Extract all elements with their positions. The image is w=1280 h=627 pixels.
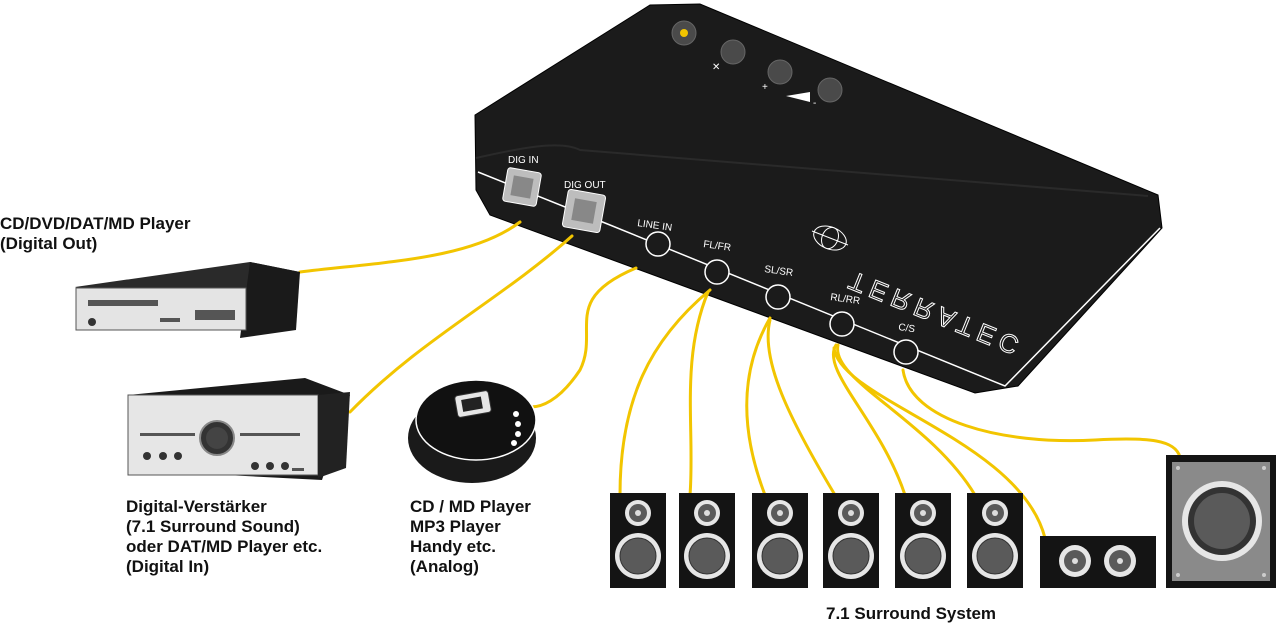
cable-dig-in [298, 220, 522, 274]
volume-down-button[interactable] [817, 77, 843, 103]
sl-sr-jack[interactable] [765, 284, 791, 310]
cs-jack[interactable] [893, 339, 919, 365]
cable-dig-out [348, 234, 574, 414]
sl-sr-label: SL/SR [764, 264, 794, 279]
minus-label: - [813, 98, 816, 109]
speaker-front-right [679, 493, 735, 588]
sound-card-device: ✕ + - DIG IN DIG OUT LINE IN FL/FR SL/SR… [474, 3, 1163, 394]
cables [298, 220, 1182, 540]
cable-rr [836, 343, 977, 497]
digital-amplifier [127, 378, 350, 480]
speaker-rear-left [895, 493, 951, 588]
cable-line-in [523, 266, 638, 409]
fl-fr-jack[interactable] [704, 259, 730, 285]
dig-in-label: DIG IN [508, 155, 539, 166]
speaker-rear-right [967, 493, 1023, 588]
rl-rr-jack[interactable] [829, 311, 855, 337]
dig-out-label: DIG OUT [564, 180, 606, 191]
mute-icon: ✕ [712, 62, 720, 73]
cable-fl [618, 288, 712, 497]
cs-label: C/S [898, 322, 916, 335]
cd-dvd-player [75, 262, 300, 338]
volume-up-button[interactable] [767, 59, 793, 85]
cable-sl [745, 316, 772, 497]
portable-player-label: CD / MD Player MP3 Player Handy etc. (An… [410, 497, 531, 576]
cable-sub [901, 368, 1182, 459]
speaker-center [1040, 536, 1156, 588]
cable-rl [831, 343, 907, 497]
cable-sr [766, 318, 837, 497]
rl-rr-label: RL/RR [830, 292, 861, 307]
portable-cd-player [408, 379, 537, 483]
cable-fr [688, 290, 710, 497]
cd-player-label: CD/DVD/DAT/MD Player (Digital Out) [0, 214, 191, 253]
surround-system-label: 7.1 Surround System [826, 604, 997, 623]
amplifier-label: Digital-Verstärker (7.1 Surround Sound) … [126, 497, 323, 576]
speaker-side-left [752, 493, 808, 588]
plus-label: + [762, 82, 768, 93]
subwoofer [1166, 455, 1276, 588]
line-in-jack[interactable] [645, 231, 671, 257]
speaker-side-right [823, 493, 879, 588]
cable-center [832, 346, 1047, 540]
volume-wedge-icon [786, 92, 810, 102]
mute-button[interactable] [720, 39, 746, 65]
speaker-front-left [610, 493, 666, 588]
line-in-label: LINE IN [637, 218, 673, 234]
fl-fr-label: FL/FR [703, 239, 732, 254]
